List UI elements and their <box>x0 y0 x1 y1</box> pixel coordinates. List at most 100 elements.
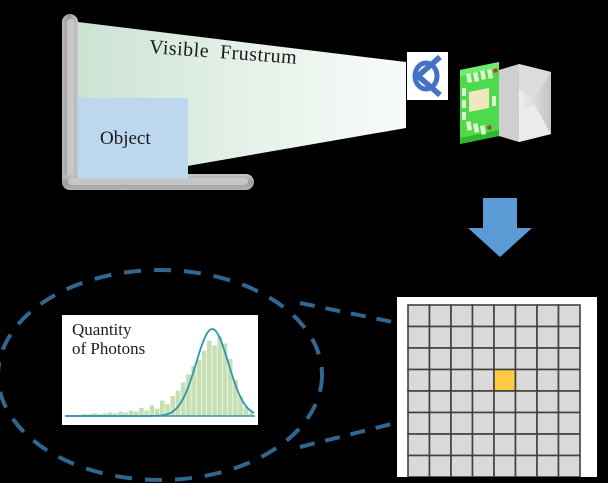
pixel-grid <box>407 304 581 478</box>
histogram-bar <box>160 400 165 416</box>
pixel-cell <box>557 433 581 457</box>
histogram-bar <box>144 410 149 416</box>
pixel-cell <box>557 454 581 478</box>
pixel-cell <box>450 368 474 392</box>
histogram-bar <box>107 412 113 417</box>
histogram-bar <box>212 345 217 416</box>
pixel-cell <box>428 390 452 414</box>
histogram-title-line1: Quantity <box>72 320 132 339</box>
image-sensor-chip-icon <box>460 62 551 144</box>
pixel-cell <box>407 325 431 349</box>
lens-aperture-icon <box>407 52 448 100</box>
histogram-bar <box>191 366 196 416</box>
pixel-cell <box>450 411 474 435</box>
histogram-bar <box>233 379 238 416</box>
pixel-cell <box>450 433 474 457</box>
pixel-cell-highlighted <box>493 368 517 392</box>
pixel-cell <box>557 390 581 414</box>
histogram-bar <box>139 407 144 416</box>
pixel-cell <box>536 433 560 457</box>
histogram-bar <box>175 390 181 417</box>
pixel-cell <box>493 325 517 349</box>
histogram-bar <box>113 413 118 416</box>
pixel-cell <box>536 390 560 414</box>
pixel-cell <box>407 347 431 371</box>
pixel-cell <box>493 304 517 328</box>
pixel-cell <box>450 347 474 371</box>
pixel-cell <box>493 390 517 414</box>
pixel-cell <box>493 411 517 435</box>
pixel-grid-panel <box>397 297 597 478</box>
pixel-cell <box>557 304 581 328</box>
histogram-bar <box>86 414 92 416</box>
pixel-cell <box>428 433 452 457</box>
pixel-cell <box>450 454 474 478</box>
pixel-cell <box>407 390 431 414</box>
pixel-cell <box>536 304 560 328</box>
pixel-cell <box>407 411 431 435</box>
histogram-bar <box>97 414 102 416</box>
histogram-bar <box>170 396 176 416</box>
pixel-cell <box>428 454 452 478</box>
histogram-bar <box>243 406 249 416</box>
pixel-cell <box>428 304 452 328</box>
histogram-bar <box>217 336 223 416</box>
pixel-cell <box>536 347 560 371</box>
pixel-cell <box>428 347 452 371</box>
histogram-bar <box>196 359 202 416</box>
pixel-cell <box>471 368 495 392</box>
object-label: Object <box>100 128 151 149</box>
pixel-cell <box>536 368 560 392</box>
pixel-cell <box>471 304 495 328</box>
pixel-cell <box>514 411 538 435</box>
pixel-cell <box>557 325 581 349</box>
pixel-cell <box>557 411 581 435</box>
pixel-cell <box>514 347 538 371</box>
pixel-cell <box>428 411 452 435</box>
histogram-bar <box>133 411 139 416</box>
pixel-cell <box>514 454 538 478</box>
pixel-cell <box>493 347 517 371</box>
pixel-cell <box>428 368 452 392</box>
histogram-bar <box>222 343 228 416</box>
histogram-title-line2: of Photons <box>72 339 146 358</box>
pixel-cell <box>407 368 431 392</box>
pixel-cell <box>450 304 474 328</box>
pixel-cell <box>536 325 560 349</box>
pixel-cell <box>450 325 474 349</box>
histogram-bar <box>128 410 134 416</box>
pixel-cell <box>557 347 581 371</box>
pixel-cell <box>514 390 538 414</box>
histogram-bar <box>118 411 123 416</box>
pixel-cell <box>493 433 517 457</box>
histogram-bar <box>201 350 207 416</box>
pixel-cell <box>471 433 495 457</box>
histogram-bar <box>207 340 212 416</box>
histogram-bar <box>149 405 155 417</box>
pixel-cell <box>407 433 431 457</box>
histogram-bar <box>102 413 108 416</box>
histogram-bar <box>154 408 160 416</box>
pixel-cell <box>471 390 495 414</box>
pixel-cell <box>450 390 474 414</box>
pixel-cell <box>514 368 538 392</box>
photon-histogram-chart <box>65 328 255 417</box>
pixel-cell <box>557 368 581 392</box>
down-arrow-icon <box>468 198 532 257</box>
pixel-cell <box>471 411 495 435</box>
pixel-cell <box>514 304 538 328</box>
pixel-cell <box>514 433 538 457</box>
pixel-cell <box>514 325 538 349</box>
histogram-bar <box>186 374 191 416</box>
histogram-bar <box>92 413 97 416</box>
pixel-cell <box>471 325 495 349</box>
pixel-cell <box>407 454 431 478</box>
pixel-cell <box>493 454 517 478</box>
pixel-cell <box>471 347 495 371</box>
histogram-bar <box>238 396 243 416</box>
histogram-bar <box>227 358 233 416</box>
